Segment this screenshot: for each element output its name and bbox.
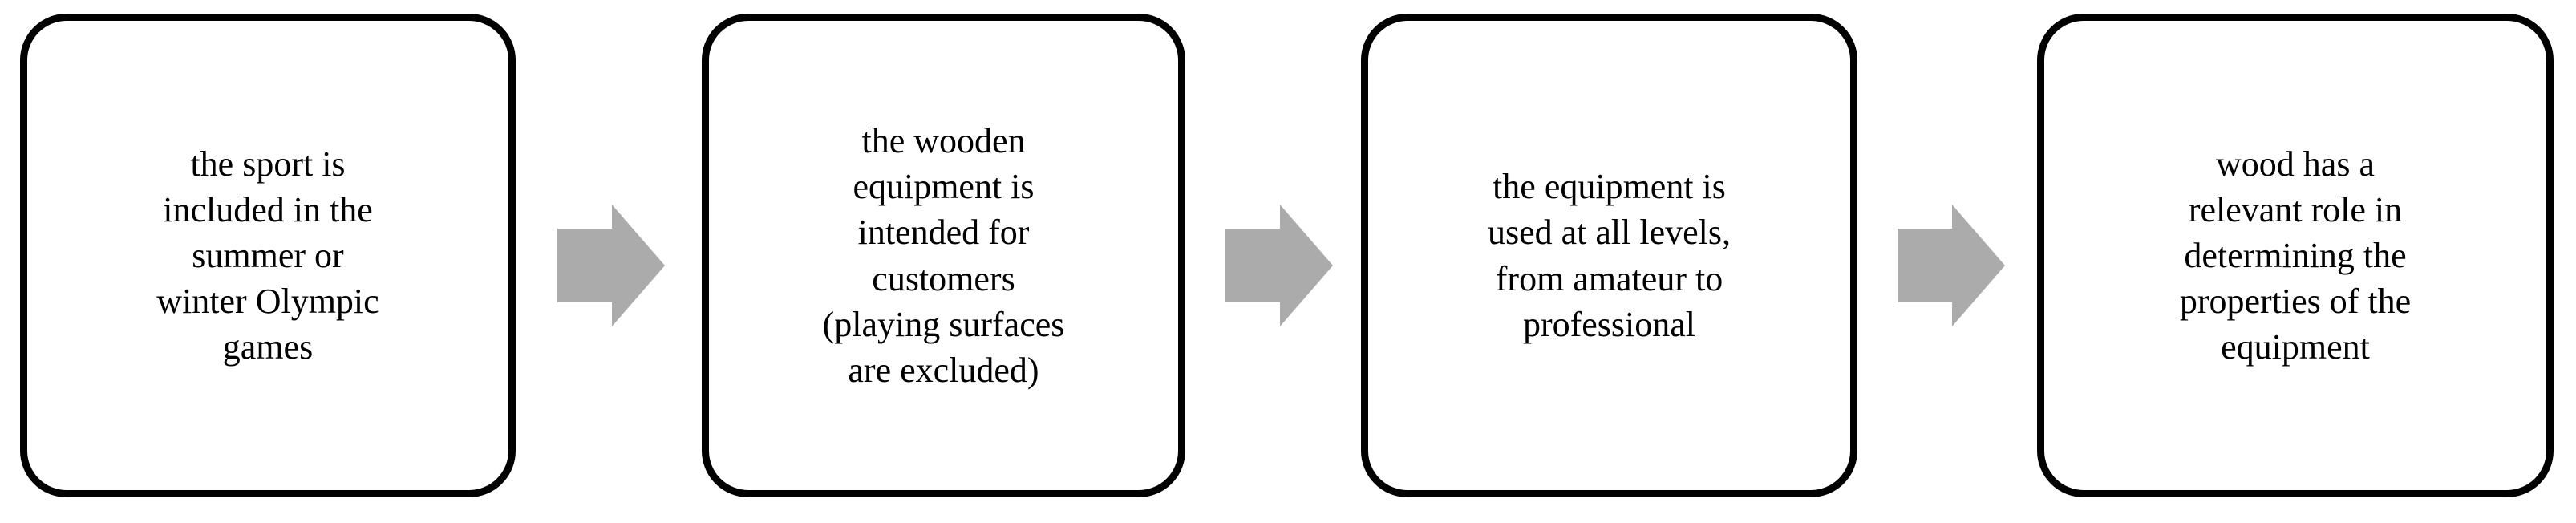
flow-node-1-label: the sport is included in the summer or w… — [156, 144, 379, 367]
flow-node-4[interactable]: wood has a relevant role in determining … — [2037, 14, 2554, 497]
right-arrow-icon — [557, 205, 665, 326]
flow-node-2[interactable]: the wooden equipment is intended for cus… — [702, 14, 1185, 497]
flow-node-2-label: the wooden equipment is intended for cus… — [822, 120, 1065, 390]
flow-node-3[interactable]: the equipment is used at all levels, fro… — [1361, 14, 1857, 497]
right-arrow-icon — [1898, 205, 2005, 326]
flow-node-4-label: wood has a relevant role in determining … — [2179, 144, 2412, 367]
flow-node-3-label: the equipment is used at all levels, fro… — [1487, 167, 1731, 344]
flow-node-1[interactable]: the sport is included in the summer or w… — [20, 14, 516, 497]
right-arrow-icon — [1225, 205, 1333, 326]
